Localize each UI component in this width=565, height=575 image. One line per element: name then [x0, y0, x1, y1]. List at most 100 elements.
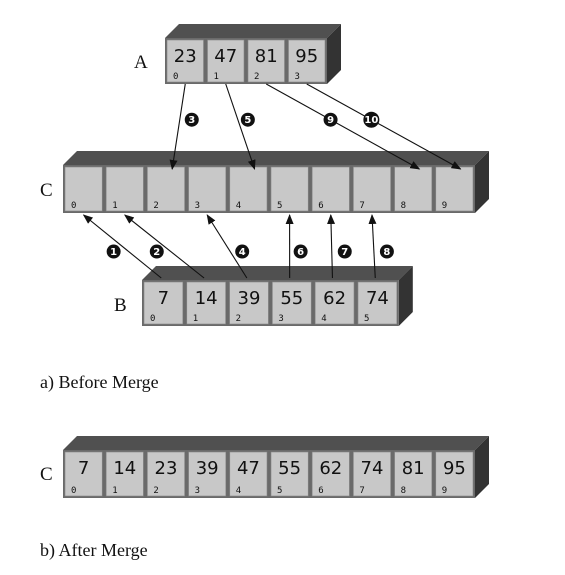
cell-index: 7	[359, 201, 364, 211]
step-badge	[293, 244, 308, 259]
caption-after-merge: b) After Merge	[40, 540, 148, 561]
box-side-face	[398, 266, 413, 326]
cell-value: 81	[255, 46, 278, 67]
cell-index: 2	[236, 314, 241, 324]
step-badge	[337, 244, 352, 259]
cell-index: 4	[236, 486, 241, 496]
step-number: 8	[383, 247, 390, 258]
box-side-face	[327, 24, 341, 84]
cell-value: 47	[237, 458, 260, 479]
array-a-label: A	[134, 52, 148, 73]
array-cell	[229, 166, 268, 212]
cell-index: 9	[442, 486, 447, 496]
cell-index: 5	[277, 486, 282, 496]
cell-index: 2	[153, 201, 158, 211]
cell-value: 55	[280, 288, 303, 309]
cell-index: 4	[236, 201, 241, 211]
cell-index: 3	[295, 72, 300, 82]
cell-index: 3	[195, 201, 200, 211]
step-number: 5	[244, 115, 251, 126]
merge-move-7: 7	[327, 214, 352, 279]
cell-value: 62	[319, 458, 342, 479]
array-cell	[435, 166, 474, 212]
array-cell	[64, 166, 103, 212]
cell-index: 6	[318, 201, 323, 211]
merge-move-9: 9	[265, 83, 421, 170]
cell-value: 74	[366, 288, 389, 309]
move-arrow	[368, 214, 377, 279]
cell-value: 23	[155, 458, 178, 479]
cell-index: 9	[442, 201, 447, 211]
array-c-after-label: C	[40, 464, 53, 485]
array-cell	[147, 166, 185, 212]
step-number: 4	[239, 247, 246, 258]
cell-index: 3	[195, 486, 200, 496]
cell-index: 0	[150, 314, 155, 324]
cell-value: 95	[443, 458, 466, 479]
merge-move-2: 2	[124, 214, 205, 279]
cell-index: 2	[153, 486, 158, 496]
cell-index: 0	[71, 486, 76, 496]
step-number: 9	[327, 115, 334, 126]
cell-index: 0	[71, 201, 76, 211]
array-cell	[105, 451, 144, 497]
merge-move-8: 8	[368, 214, 394, 279]
merge-move-1: 1	[82, 214, 162, 279]
cell-index: 1	[214, 72, 219, 82]
array-cell	[270, 451, 309, 497]
step-number: 6	[297, 247, 304, 258]
array-cell	[207, 39, 245, 83]
array-cell	[166, 39, 204, 83]
cell-value: 95	[295, 46, 318, 67]
move-arrow	[327, 214, 336, 279]
array-cell	[394, 166, 433, 212]
array-cell	[247, 39, 285, 83]
step-badge	[363, 111, 380, 128]
cell-index: 4	[321, 314, 326, 324]
cell-index: 6	[318, 486, 323, 496]
move-arrow	[306, 83, 462, 170]
array-cell	[311, 451, 350, 497]
step-badge	[149, 244, 164, 259]
cell-index: 8	[401, 201, 406, 211]
array-cell	[147, 451, 185, 497]
move-arrow	[206, 214, 248, 279]
step-badge	[240, 112, 255, 127]
array-cell	[353, 166, 391, 212]
step-number: 3	[188, 115, 195, 126]
step-badge	[379, 244, 394, 259]
merge-move-4: 4	[206, 214, 250, 279]
array-cell	[270, 166, 309, 212]
array-cell	[288, 39, 326, 83]
cell-value: 55	[278, 458, 301, 479]
array-cell	[105, 166, 144, 212]
cell-value: 14	[113, 458, 136, 479]
move-arrow	[225, 83, 256, 170]
array-cell	[435, 451, 474, 497]
cell-value: 7	[158, 288, 169, 309]
cell-value: 81	[402, 458, 425, 479]
merge-move-5: 5	[225, 83, 256, 170]
cell-value: 62	[323, 288, 346, 309]
caption-before-merge: a) Before Merge	[40, 372, 159, 393]
box-top-face	[63, 151, 489, 165]
step-number: 7	[341, 247, 348, 258]
step-badge	[184, 112, 199, 127]
array-cell	[64, 451, 103, 497]
cell-value: 39	[238, 288, 261, 309]
cell-index: 8	[401, 486, 406, 496]
array-cell	[229, 451, 268, 497]
array-cell	[188, 166, 227, 212]
box-top-face	[142, 266, 413, 280]
array-cell	[188, 451, 227, 497]
array-cell	[186, 281, 226, 325]
cell-index: 3	[278, 314, 283, 324]
merge-move-6: 6	[285, 214, 308, 279]
cell-value: 39	[196, 458, 219, 479]
array-cell	[272, 281, 312, 325]
